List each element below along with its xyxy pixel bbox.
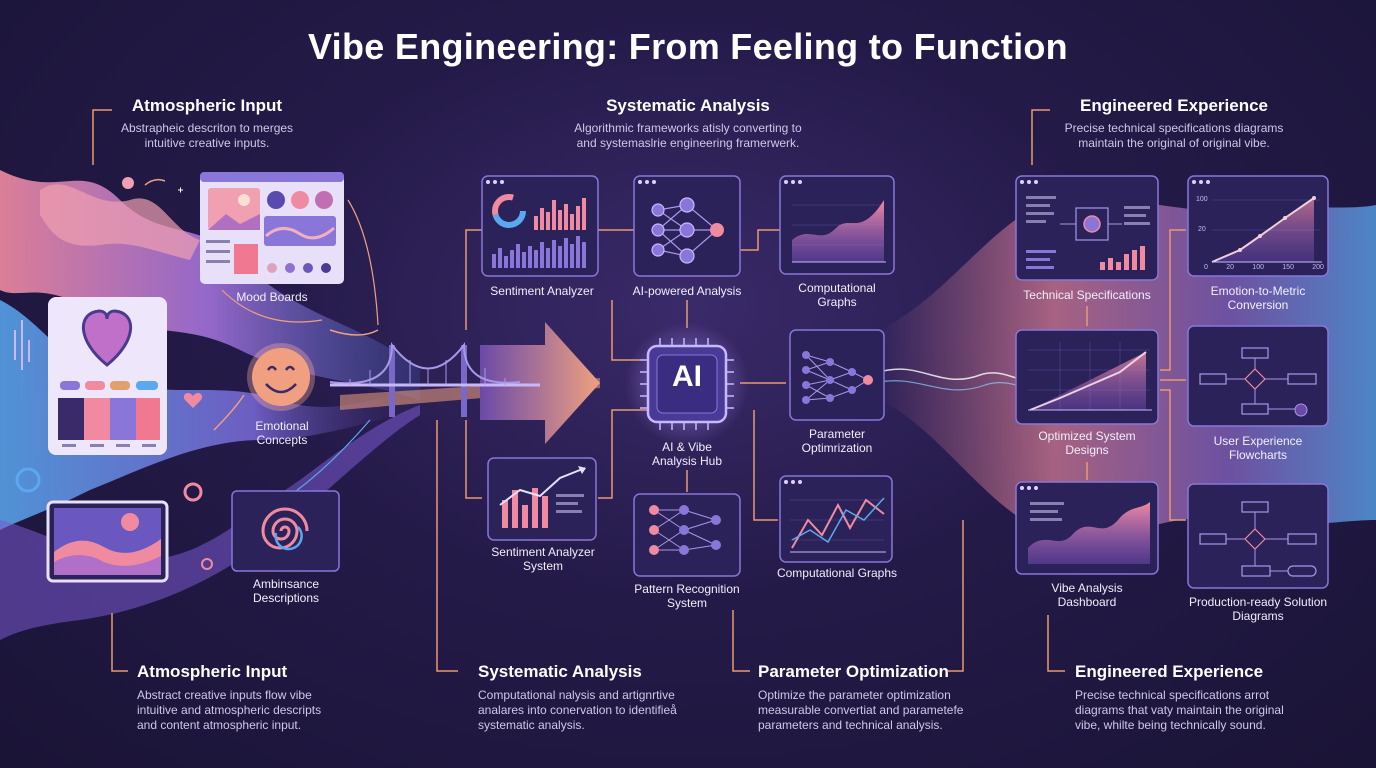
metric-y-tick-mid: 20	[1198, 226, 1206, 233]
optimized-designs-label: Optimized System Designs	[1038, 429, 1136, 457]
bridge-icon	[329, 322, 600, 444]
atmospheric-input-section: Atmospheric Input Abstrapheic descriton …	[107, 96, 307, 151]
donut-chart-icon	[492, 194, 526, 228]
emotional-concepts-label: Emotional Concepts	[255, 419, 309, 447]
technical-specs-window	[1015, 175, 1159, 281]
smiley-icon	[247, 343, 315, 411]
ai-powered-label: AI-powered Analysis	[632, 284, 742, 298]
flowchart-icon	[1187, 325, 1329, 427]
ai-powered-window	[633, 175, 741, 277]
arrow-icon	[480, 322, 600, 444]
pattern-recognition-window	[633, 493, 741, 577]
computational-graphs-top-label: Computational Graphs	[798, 281, 876, 309]
section-heading: Systematic Analysis	[606, 96, 770, 115]
heart-card	[48, 297, 167, 455]
vibe-dashboard-label: Vibe Analysis Dashboard	[1051, 581, 1123, 609]
section-brackets	[92, 109, 1065, 672]
ux-flowcharts-label: User Experience Flowcharts	[1213, 434, 1303, 462]
metric-y-tick-top: 100	[1196, 196, 1208, 203]
computational-graphs-bottom-label: Computational Graphs	[776, 566, 898, 580]
bar-chart-icon	[499, 467, 586, 506]
sentiment-system-label: Sentiment Analyzer System	[491, 545, 595, 573]
spiral-icon	[231, 490, 340, 572]
systematic-analysis-section: Systematic Analysis Algorithmic framewor…	[538, 96, 838, 151]
section-description: Algorithmic frameworks atisly converting…	[574, 121, 802, 150]
production-diagrams-window	[1187, 483, 1329, 589]
sentiment-system-window	[487, 457, 597, 541]
section-heading: Engineered Experience	[1079, 96, 1269, 115]
computational-graphs-bottom-window	[779, 475, 893, 563]
ambinsance-label: Ambinsance Descriptions	[252, 577, 320, 605]
parameter-opt-label: Parameter Optimrization	[801, 427, 873, 455]
sentiment-analyzer-window	[481, 175, 599, 277]
bottom-caption-engineered: Engineered Experience Precise technical …	[1075, 662, 1284, 732]
ai-chip-label: AI	[672, 360, 702, 393]
bottom-caption-atmospheric: Atmospheric Input Abstract creative inpu…	[137, 662, 322, 732]
technical-specs-label: Technical Specifications	[1023, 288, 1151, 302]
landscape-card	[46, 500, 169, 583]
mood-board-window	[200, 172, 344, 284]
engineered-experience-section: Engineered Experience Precise technical …	[1044, 96, 1304, 151]
bottom-caption-systematic: Systematic Analysis Computational nalysi…	[478, 662, 677, 732]
metric-x-ticks: 0 20 100 150 200	[1204, 264, 1324, 271]
heart-icon	[82, 309, 132, 367]
emotion-metric-label: Emotion-to-Metric Conversion	[1210, 284, 1306, 312]
production-diagrams-label: Production-ready Solution Diagrams	[1188, 595, 1328, 623]
parameter-opt-window	[789, 329, 885, 421]
pattern-recognition-label: Pattern Recognition System	[634, 582, 740, 610]
emotion-metric-window	[1187, 175, 1329, 277]
section-description: Precise technical specifications diagram…	[1064, 121, 1284, 150]
heart-icon	[183, 393, 203, 408]
computational-graphs-top-window	[779, 175, 895, 275]
sentiment-analyzer-label: Sentiment Analyzer	[490, 284, 594, 298]
section-description: Abstrapheic descriton to merges intuitiv…	[120, 121, 294, 150]
ai-chip-icon	[625, 322, 749, 446]
ai-hub-label: AI & Vibe Analysis Hub	[651, 440, 723, 468]
optimized-designs-window	[1015, 329, 1159, 425]
line-chart-icon	[792, 200, 884, 262]
page-title: Vibe Engineering: From Feeling to Functi…	[308, 26, 1068, 67]
section-heading: Atmospheric Input	[131, 96, 283, 115]
vibe-dashboard-window	[1015, 481, 1159, 575]
mood-boards-label: Mood Boards	[236, 290, 308, 304]
bottom-caption-parameter: Parameter Optimization Optimize the para…	[758, 662, 964, 732]
